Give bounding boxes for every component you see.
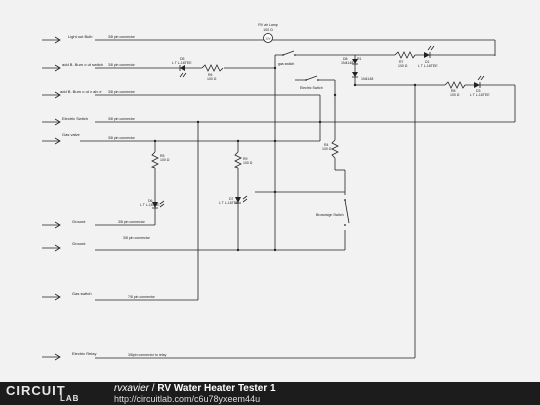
d1-name: D1 bbox=[425, 60, 430, 64]
circuit-url[interactable]: http://circuitlab.com/c6u78yxeem44u bbox=[114, 394, 261, 404]
wire-label-2: 3/8 pin connector bbox=[108, 63, 136, 67]
footer-bar: CIRCUIT LAB rvxavier / RV Water Heater T… bbox=[0, 382, 540, 405]
electric-switch-label: Electric Switch bbox=[300, 86, 323, 90]
d5-name: D5 bbox=[180, 57, 185, 61]
d1-value: L T L-16TEE bbox=[418, 64, 438, 68]
led-d1: D1 L T L-16TEE bbox=[418, 45, 438, 68]
lamp-glyph: 12V bbox=[265, 37, 270, 41]
r7-value: 100 Ω bbox=[398, 64, 408, 68]
connector-ground2-label: Ground bbox=[72, 241, 85, 246]
r9-value: 100 Ω bbox=[243, 161, 253, 165]
d7-name: D7 bbox=[229, 197, 234, 201]
wire-label-8: 7/8 pin connector bbox=[128, 295, 156, 299]
r7-name: R7 bbox=[399, 60, 404, 64]
schematic-canvas: Light out Bulb add B. Burn o ut switch a… bbox=[42, 23, 516, 361]
resistor-r6: R6 100 Ω bbox=[201, 64, 224, 81]
connector-valve-in-label: add B. Burn o ut v alv e bbox=[60, 89, 102, 94]
wire-label-3: 3/8 pin connector bbox=[108, 90, 136, 94]
wires bbox=[80, 39, 516, 359]
circuitlab-logo-sub: LAB bbox=[60, 394, 80, 403]
d8-name: D8 bbox=[343, 57, 348, 61]
gas-switch-label: gas switch bbox=[278, 62, 294, 66]
resistor-r9: R9 100 Ω bbox=[233, 151, 253, 169]
circuit-name[interactable]: RV Water Heater Tester 1 bbox=[157, 383, 276, 394]
d3-value: L T L-16TEE bbox=[470, 93, 490, 97]
led-d5: D5 L T L-16TEE bbox=[172, 57, 192, 78]
lamp-component: 12V RV air Lamp 100 Ω bbox=[258, 23, 278, 43]
resistor-r7: R7 100 Ω bbox=[394, 51, 416, 68]
connector-arrows bbox=[42, 36, 61, 361]
wire-label-9: 3/8pin connector to relay bbox=[128, 353, 167, 357]
circuit-title: rvxavier / RV Water Heater Tester 1 bbox=[114, 383, 276, 394]
connector-relay-label: Electric Relay bbox=[72, 351, 96, 356]
gas-switch-component: gas switch bbox=[278, 50, 296, 66]
d8b-value: 1N4148 bbox=[361, 77, 373, 81]
led-d6: D6 L T L-16TEE bbox=[140, 199, 165, 209]
diode-d8: D8 1N4148 1N4148 bbox=[341, 57, 373, 81]
d8-value: 1N4148 bbox=[341, 61, 353, 65]
r4-name: R4 bbox=[324, 143, 329, 147]
wire-label-7: 3/8 pin connector bbox=[123, 236, 151, 240]
d7-value: L T L-16TEE bbox=[219, 201, 239, 205]
lamp-value: 100 Ω bbox=[263, 28, 273, 32]
r8-value: 100 Ω bbox=[450, 93, 460, 97]
electric-switch-component: Electric Switch bbox=[300, 75, 323, 90]
junctions bbox=[153, 66, 417, 252]
led-d3: D3 L T L-16TEE bbox=[470, 75, 490, 97]
d5-value: L T L-16TEE bbox=[172, 61, 192, 65]
connector-gas-valve-label: Gas valve bbox=[62, 132, 81, 137]
wire-label-4: 3/8 pin connector bbox=[108, 117, 136, 121]
led-d7: D7 L T L-16TEE bbox=[219, 195, 248, 205]
connector-ground1-label: Ground bbox=[72, 219, 85, 224]
r8-name: R8 bbox=[451, 89, 456, 93]
d6-name: D6 bbox=[148, 199, 153, 203]
resistor-r5: R5 100 Ω bbox=[150, 151, 170, 169]
connector-gas-switch-label: Gas switch bbox=[72, 291, 92, 296]
r1-name: R1 bbox=[357, 57, 362, 61]
r6-value: 100 Ω bbox=[207, 77, 217, 81]
circuitlab-logo[interactable]: CIRCUIT bbox=[6, 383, 66, 398]
resistor-r8: R8 100 Ω bbox=[444, 81, 466, 97]
r5-name: R5 bbox=[160, 154, 165, 158]
lamp-name: RV air Lamp bbox=[258, 23, 277, 27]
connector-add-label: add B. Burn o ut switch bbox=[62, 62, 103, 67]
d6-value: L T L-16TEE bbox=[140, 203, 160, 207]
wire-label-6: 3/8 pin connector bbox=[118, 220, 146, 224]
r6-name: R6 bbox=[208, 73, 213, 77]
r9-name: R9 bbox=[243, 157, 248, 161]
author-link[interactable]: rvxavier bbox=[114, 383, 150, 394]
wire-label-5: 3/8 pin connector bbox=[108, 136, 136, 140]
r4-value: 100 Ω bbox=[322, 147, 332, 151]
title-separator: / bbox=[149, 383, 158, 394]
resistor-r4: R4 100 Ω bbox=[322, 139, 339, 159]
connector-light-label: Light out Bulb bbox=[68, 34, 93, 39]
brownsign-switch-component: Brownsign Switch bbox=[316, 195, 350, 230]
r5-value: 100 Ω bbox=[160, 158, 170, 162]
brownsign-switch-label: Brownsign Switch bbox=[316, 213, 344, 217]
connector-electric-switch-label: Electric Switch bbox=[62, 116, 88, 121]
resistor-r1: R1 bbox=[357, 57, 362, 61]
d3-name: D3 bbox=[476, 89, 481, 93]
wire-label-1: 3/8 pin connector bbox=[108, 35, 136, 39]
